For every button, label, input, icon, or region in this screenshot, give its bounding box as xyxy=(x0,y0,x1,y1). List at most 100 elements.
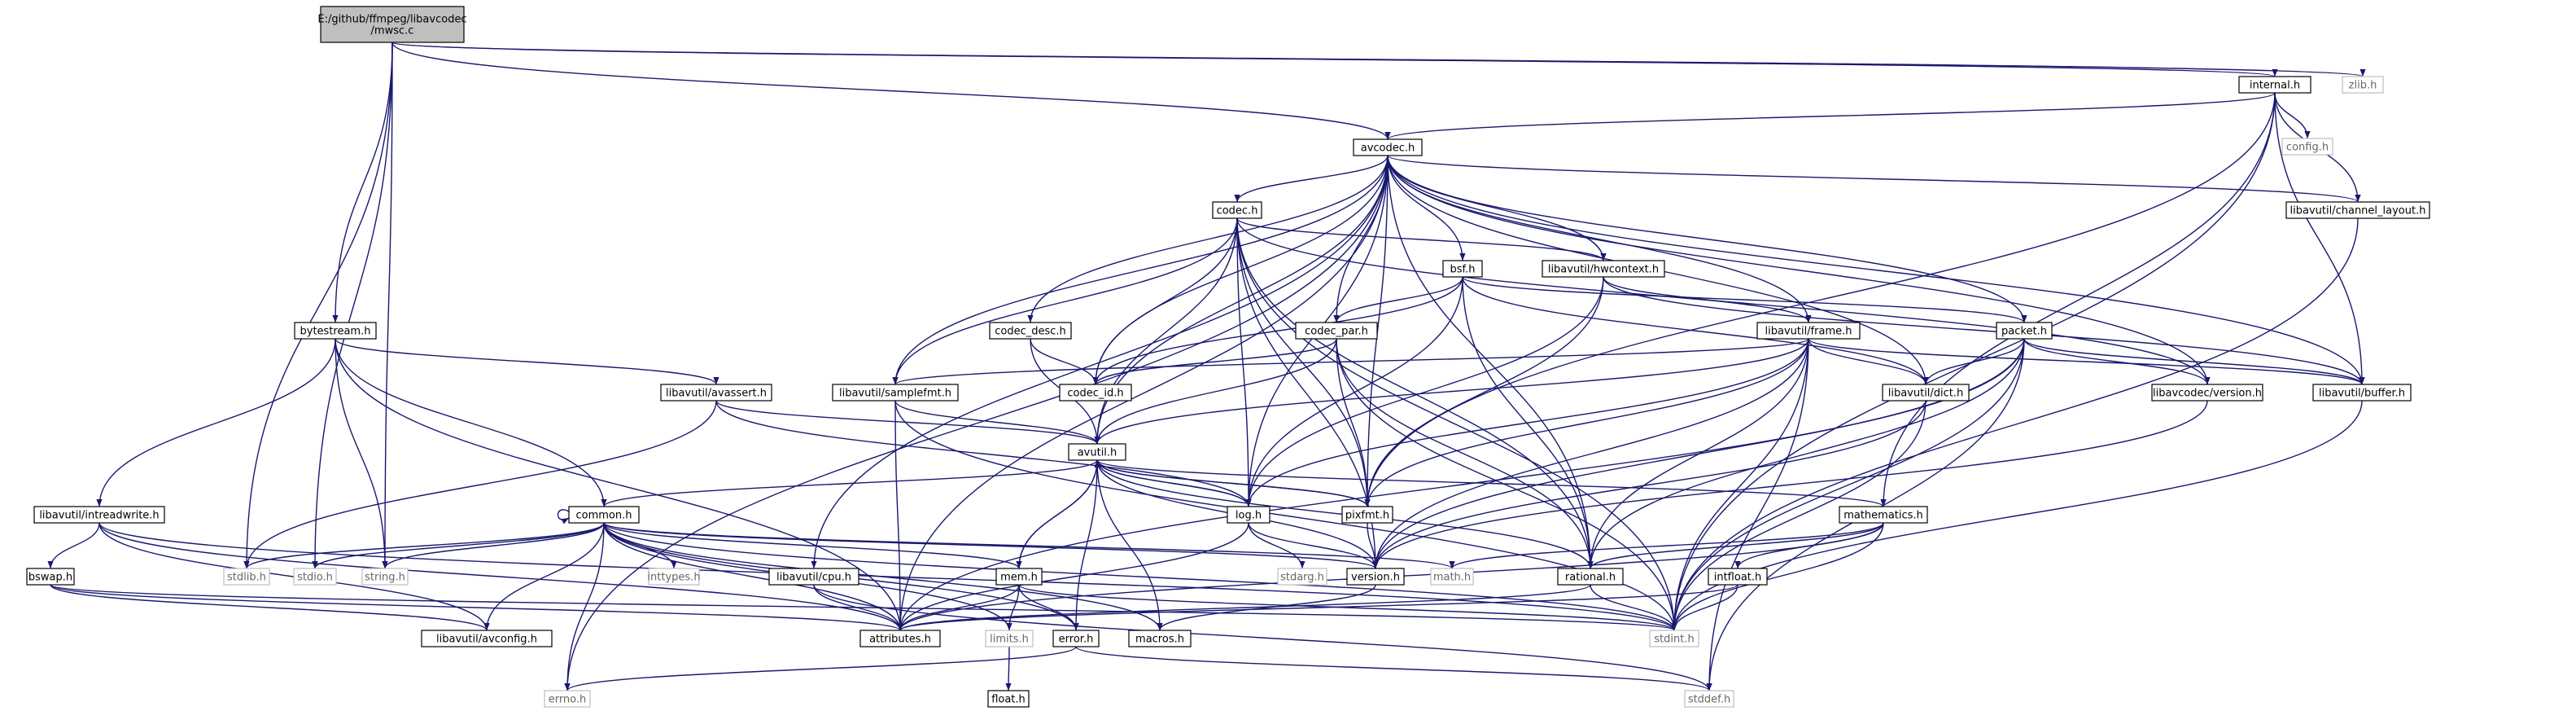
edge-mem-to-attributes xyxy=(897,584,1020,631)
edge-hwcontext-to-frame xyxy=(1603,276,1812,323)
node-label-root-0: E:/github/ffmpeg/libavcodec xyxy=(317,14,466,26)
edge-packet-to-lcversion xyxy=(2023,338,2211,385)
node-label-codec_par: codec_par.h xyxy=(1305,326,1368,338)
edge-root-to-stdio xyxy=(312,42,393,569)
node-chlayout[interactable]: libavutil/channel_layout.h xyxy=(2285,201,2430,219)
node-label-hwcontext: libavutil/hwcontext.h xyxy=(1548,264,1659,276)
edge-packet-to-attributes xyxy=(897,338,2025,631)
node-root[interactable]: E:/github/ffmpeg/libavcodec/mwsc.c xyxy=(317,6,467,43)
node-avcodec[interactable]: avcodec.h xyxy=(1353,138,1423,156)
node-attributes[interactable]: attributes.h xyxy=(859,630,941,647)
node-bswap[interactable]: bswap.h xyxy=(26,568,75,586)
edge-avcodec-to-hwcontext xyxy=(1387,155,1607,261)
edge-codec-to-rational xyxy=(1236,217,1594,569)
edge-codec_par-to-pixfmt xyxy=(1336,338,1371,507)
edge-log-to-version xyxy=(1248,522,1379,569)
node-packet[interactable]: packet.h xyxy=(1996,322,2053,340)
edge-limits-to-float xyxy=(1005,646,1012,691)
edge-avcodec-to-chlayout xyxy=(1387,155,2361,203)
edge-mathematics-to-rational xyxy=(1587,522,1884,569)
node-error[interactable]: error.h xyxy=(1052,630,1100,647)
node-label-avcodec: avcodec.h xyxy=(1361,143,1415,155)
edge-avutil-to-common xyxy=(601,459,1098,507)
node-float[interactable]: float.h xyxy=(987,690,1030,708)
edge-hwcontext-to-buffer xyxy=(1603,276,2365,385)
node-bytestream[interactable]: bytestream.h xyxy=(294,322,377,340)
node-label-codec: codec.h xyxy=(1217,205,1258,217)
node-box-math xyxy=(1430,568,1474,586)
node-macros[interactable]: macros.h xyxy=(1128,630,1192,647)
edge-dict-to-version xyxy=(1372,400,1927,569)
node-label-frame: libavutil/frame.h xyxy=(1765,326,1852,338)
node-buffer[interactable]: libavutil/buffer.h xyxy=(2312,384,2412,402)
edge-mathematics-to-stdint xyxy=(1671,522,1884,631)
edge-avcodec-to-cpu xyxy=(811,155,1389,569)
edge-codec-to-codec_id xyxy=(1092,217,1238,385)
node-avassert[interactable]: libavutil/avassert.h xyxy=(660,384,772,402)
edge-pixfmt-to-avutil xyxy=(1094,459,1368,507)
node-version[interactable]: version.h xyxy=(1346,568,1405,586)
node-errno: errno.h xyxy=(544,690,591,708)
node-label-intreadwrite: libavutil/intreadwrite.h xyxy=(39,510,159,522)
node-avutil[interactable]: avutil.h xyxy=(1068,443,1126,461)
node-label-errno: errno.h xyxy=(549,694,587,706)
node-samplefmt[interactable]: libavutil/samplefmt.h xyxy=(832,384,959,402)
node-label-math: math.h xyxy=(1433,572,1471,584)
node-label-macros: macros.h xyxy=(1135,634,1184,646)
node-box-float xyxy=(987,690,1030,708)
node-stdlib: stdlib.h xyxy=(223,568,270,586)
node-box-inttypes xyxy=(648,568,700,586)
node-mem[interactable]: mem.h xyxy=(995,568,1043,586)
node-limits: limits.h xyxy=(985,630,1034,647)
node-rational[interactable]: rational.h xyxy=(1557,568,1624,586)
node-box-common xyxy=(568,506,640,524)
node-dict[interactable]: libavutil/dict.h xyxy=(1882,384,1970,402)
node-box-rational xyxy=(1557,568,1624,586)
node-label-string: string.h xyxy=(365,572,405,584)
edge-root-to-bytestream xyxy=(332,42,393,323)
edge-common-to-stdlib xyxy=(243,522,605,569)
node-codec[interactable]: codec.h xyxy=(1212,201,1262,219)
node-internal[interactable]: internal.h xyxy=(2238,76,2311,94)
node-avconfig[interactable]: libavutil/avconfig.h xyxy=(421,630,553,647)
node-label-bytestream: bytestream.h xyxy=(300,326,371,338)
node-log[interactable]: log.h xyxy=(1227,506,1271,524)
node-bsf[interactable]: bsf.h xyxy=(1442,260,1483,278)
edge-avcodec-to-errno xyxy=(564,155,1389,691)
node-mathematics[interactable]: mathematics.h xyxy=(1839,506,1928,524)
edges-layer xyxy=(47,42,2365,691)
edge-internal-to-buffer xyxy=(2274,92,2365,385)
edge-common-to-common xyxy=(557,509,570,524)
node-box-lcversion xyxy=(2151,384,2263,402)
edge-codec_par-to-avutil xyxy=(1094,338,1337,445)
node-codec_id[interactable]: codec_id.h xyxy=(1059,384,1132,402)
edge-bytestream-to-common xyxy=(335,338,607,507)
edge-packet-to-buffer xyxy=(2023,338,2365,385)
node-codec_par[interactable]: codec_par.h xyxy=(1295,322,1378,340)
node-pixfmt[interactable]: pixfmt.h xyxy=(1341,506,1393,524)
node-codec_desc[interactable]: codec_desc.h xyxy=(989,322,1072,340)
node-intreadwrite[interactable]: libavutil/intreadwrite.h xyxy=(33,506,165,524)
node-box-version xyxy=(1346,568,1405,586)
node-box-stddef xyxy=(1684,690,1734,708)
node-box-avcodec xyxy=(1353,138,1423,156)
edge-frame-to-buffer xyxy=(1808,338,2365,385)
node-intfloat[interactable]: intfloat.h xyxy=(1708,568,1768,586)
node-hwcontext[interactable]: libavutil/hwcontext.h xyxy=(1542,260,1665,278)
node-cpu[interactable]: libavutil/cpu.h xyxy=(768,568,859,586)
edge-avutil-to-error xyxy=(1073,459,1098,631)
node-common[interactable]: common.h xyxy=(568,506,640,524)
edge-codec_par-to-rational xyxy=(1336,338,1594,569)
node-box-samplefmt xyxy=(832,384,959,402)
edge-avcodec-to-frame xyxy=(1387,155,1812,323)
node-lcversion[interactable]: libavcodec/version.h xyxy=(2151,384,2263,402)
node-label-rational: rational.h xyxy=(1565,572,1616,584)
node-frame[interactable]: libavutil/frame.h xyxy=(1756,322,1861,340)
edge-mem-to-limits xyxy=(1006,584,1020,631)
edge-rational-to-attributes xyxy=(897,584,1591,631)
edge-bytestream-to-avassert xyxy=(335,338,719,385)
edge-frame-to-samplefmt xyxy=(892,338,1809,385)
node-box-pixfmt xyxy=(1341,506,1393,524)
edge-codec-to-avutil xyxy=(1094,217,1238,445)
